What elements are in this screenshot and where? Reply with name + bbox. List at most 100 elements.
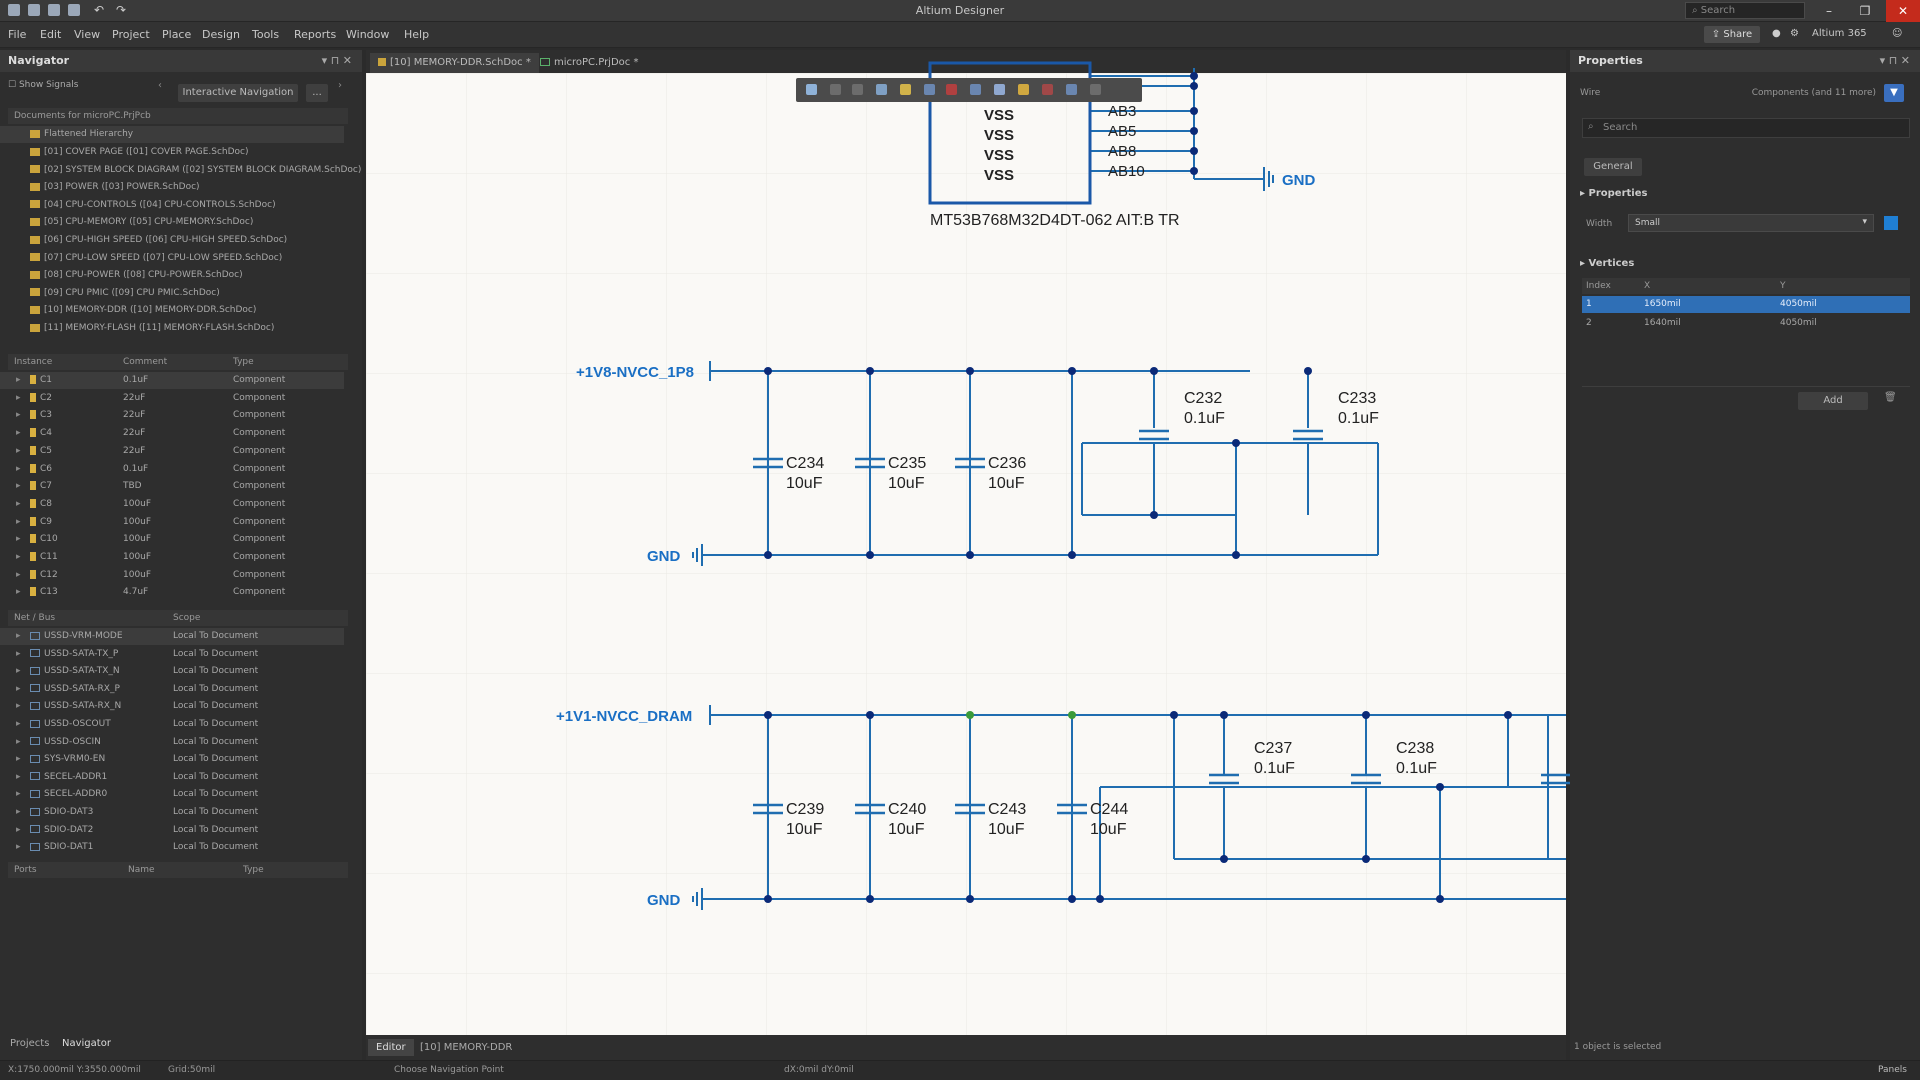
tab-project[interactable]: microPC.PrjDoc * [532,53,646,73]
show-signals-checkbox[interactable]: ☐ Show Signals [8,80,79,90]
menu-edit[interactable]: Edit [40,28,62,41]
power-port-icon[interactable] [946,84,957,95]
share-button[interactable]: ⇪ Share [1704,26,1760,43]
expand-icon[interactable]: ▸ [16,771,21,782]
tab-general[interactable]: General [1584,158,1642,176]
properties-panel-menu-icon[interactable]: ▾ ⊓ ✕ [1879,54,1910,67]
user-icon[interactable]: ☺ [1892,28,1903,39]
vertex-row[interactable]: 2 1640mil 4050mil [1586,318,1817,328]
vertex-row[interactable]: 1 1650mil 4050mil [1582,296,1910,313]
menu-view[interactable]: View [74,28,101,41]
ic-body[interactable] [928,61,1092,205]
section-properties[interactable]: ▸ Properties [1580,188,1648,199]
document-item[interactable]: [07] CPU-LOW SPEED ([07] CPU-LOW SPEED.S… [30,250,340,267]
navigation-more-button[interactable]: ... [306,84,328,102]
add-vertex-button[interactable]: Add [1798,392,1868,410]
expand-icon[interactable]: ▸ [16,481,21,492]
expand-icon[interactable]: ▸ [16,552,21,562]
expand-icon[interactable]: ▸ [16,807,21,817]
expand-icon[interactable]: ▸ [16,701,21,712]
expand-icon[interactable]: ▸ [16,842,21,853]
delete-vertex-icon[interactable]: 🗑 [1884,392,1897,403]
expand-icon[interactable]: ▸ [16,392,21,403]
width-select[interactable]: Small▾ [1628,214,1874,232]
document-item[interactable]: [10] MEMORY-DDR ([10] MEMORY-DDR.SchDoc) [30,302,340,319]
close-button[interactable]: ✕ [1886,0,1920,22]
document-item[interactable]: [01] COVER PAGE ([01] COVER PAGE.SchDoc) [30,144,340,161]
expand-icon[interactable]: ▸ [16,463,21,474]
document-item[interactable]: [02] SYSTEM BLOCK DIAGRAM ([02] SYSTEM B… [30,162,361,179]
document-item[interactable]: [03] POWER ([03] POWER.SchDoc) [30,179,340,196]
move-tool-icon[interactable] [830,84,841,95]
document-item[interactable]: [11] MEMORY-FLASH ([11] MEMORY-FLASH.Sch… [30,320,340,337]
new-icon[interactable] [28,4,40,16]
harness-tool-icon[interactable] [994,84,1005,95]
expand-icon[interactable]: ▸ [16,719,21,729]
app-icon[interactable] [8,4,20,16]
document-item[interactable]: [04] CPU-CONTROLS ([04] CPU-CONTROLS.Sch… [30,197,340,214]
account-label[interactable]: Altium 365 [1812,28,1867,39]
expand-icon[interactable]: ▸ [16,631,21,641]
nav-back-icon[interactable]: ‹ [158,80,162,91]
tab-editor[interactable]: Editor [368,1039,414,1056]
tab-memory-ddr[interactable]: [10] MEMORY-DDR.SchDoc * [370,53,539,73]
expand-icon[interactable]: ▸ [16,754,21,765]
expand-icon[interactable]: ▸ [16,587,21,598]
nav-forward-icon[interactable]: › [338,80,342,91]
expand-icon[interactable]: ▸ [16,648,21,659]
bus-tool-icon[interactable] [970,84,981,95]
menu-help[interactable]: Help [404,28,430,41]
shape-tool-icon[interactable] [1090,84,1101,95]
directive-tool-icon[interactable] [1042,84,1053,95]
text-tool-icon[interactable] [1066,84,1077,95]
menu-project[interactable]: Project [112,28,150,41]
document-item[interactable]: [05] CPU-MEMORY ([05] CPU-MEMORY.SchDoc) [30,214,340,231]
undo-icon[interactable]: ↶ [94,3,105,17]
navigator-tab[interactable]: Navigator [62,1038,111,1049]
open-icon[interactable] [48,4,60,16]
expand-icon[interactable]: ▸ [16,736,21,747]
select-tool-icon[interactable] [852,84,863,95]
flattened-hierarchy[interactable]: Flattened Hierarchy [0,126,344,143]
panel-menu-icon[interactable]: ▾ ⊓ ✕ [321,54,352,67]
notifications-icon[interactable]: ● [1772,28,1781,39]
interactive-navigation-button[interactable]: Interactive Navigation [178,84,298,102]
save-icon[interactable] [68,4,80,16]
expand-icon[interactable]: ▸ [16,375,21,385]
port-tool-icon[interactable] [1018,84,1029,95]
menu-file[interactable]: File [8,28,27,41]
expand-icon[interactable]: ▸ [16,516,21,527]
expand-icon[interactable]: ▸ [16,789,21,800]
properties-search-input[interactable]: Search [1582,118,1910,138]
panels-button[interactable]: Panels [1878,1065,1907,1075]
menu-tools[interactable]: Tools [252,28,280,41]
projects-tab[interactable]: Projects [10,1038,50,1049]
redo-icon[interactable]: ↷ [116,3,127,17]
part-tool-icon[interactable] [900,84,911,95]
filter-tool-icon[interactable] [806,84,817,95]
expand-icon[interactable]: ▸ [16,428,21,439]
global-search-input[interactable]: ⌕ Search [1685,2,1805,19]
menu-window[interactable]: Window [346,28,390,41]
expand-icon[interactable]: ▸ [16,498,21,509]
wire-color-swatch[interactable] [1884,216,1898,230]
